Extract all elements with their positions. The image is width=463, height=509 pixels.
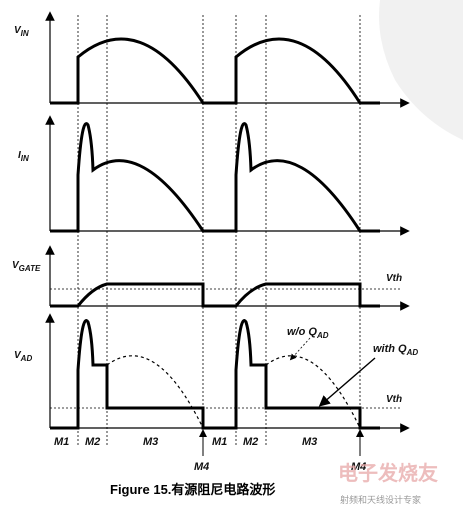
m4-label-1: M4: [194, 461, 209, 473]
m4-markers: M4 M4: [194, 429, 366, 473]
vad-panel: VAD Vth w/o QAD with QAD: [14, 313, 418, 433]
iin-panel: IIN: [18, 115, 410, 236]
vin-waveform: [50, 37, 380, 105]
mode-label-4: M1: [212, 436, 227, 448]
mode-label-6: M3: [302, 436, 317, 448]
watermark-main: 电子发烧友: [338, 461, 438, 485]
vgate-panel: VGATE Vth: [12, 245, 410, 311]
mode-label-2: M2: [85, 436, 100, 448]
mode-label-1: M1: [54, 436, 69, 448]
vin-label: VIN: [14, 25, 29, 38]
watermark-sub: 射频和天线设计专家: [340, 494, 421, 506]
figure-caption: Figure 15.有源阻尼电路波形: [110, 482, 275, 497]
background-watermark-shape: [379, 0, 463, 140]
vad-vth-label: Vth: [386, 394, 402, 405]
watermark-logo: 电子发烧友 射频和天线设计专家: [338, 461, 438, 506]
vgate-label: VGATE: [12, 260, 41, 273]
without-qad-arrow: [289, 337, 311, 361]
vgate-vth-label: Vth: [386, 273, 402, 284]
iin-label: IIN: [18, 150, 29, 163]
m4-label-2: M4: [351, 461, 366, 473]
vad-without-qad-dashed: [106, 355, 204, 429]
vad-label: VAD: [14, 350, 32, 363]
vin-panel: VIN: [14, 11, 410, 108]
vad-without-qad-dashed-2: [265, 355, 361, 429]
mode-label-5: M2: [243, 436, 258, 448]
without-qad-annotation: w/o QAD: [287, 326, 329, 340]
mode-labels: M1 M2 M3 M1 M2 M3: [54, 436, 317, 448]
with-qad-annotation: with QAD: [373, 343, 418, 357]
iin-waveform: [50, 122, 380, 233]
mode-label-3: M3: [143, 436, 158, 448]
vad-waveform: [50, 319, 380, 430]
with-qad-arrow: [318, 357, 376, 407]
vgate-waveform: [50, 282, 380, 308]
